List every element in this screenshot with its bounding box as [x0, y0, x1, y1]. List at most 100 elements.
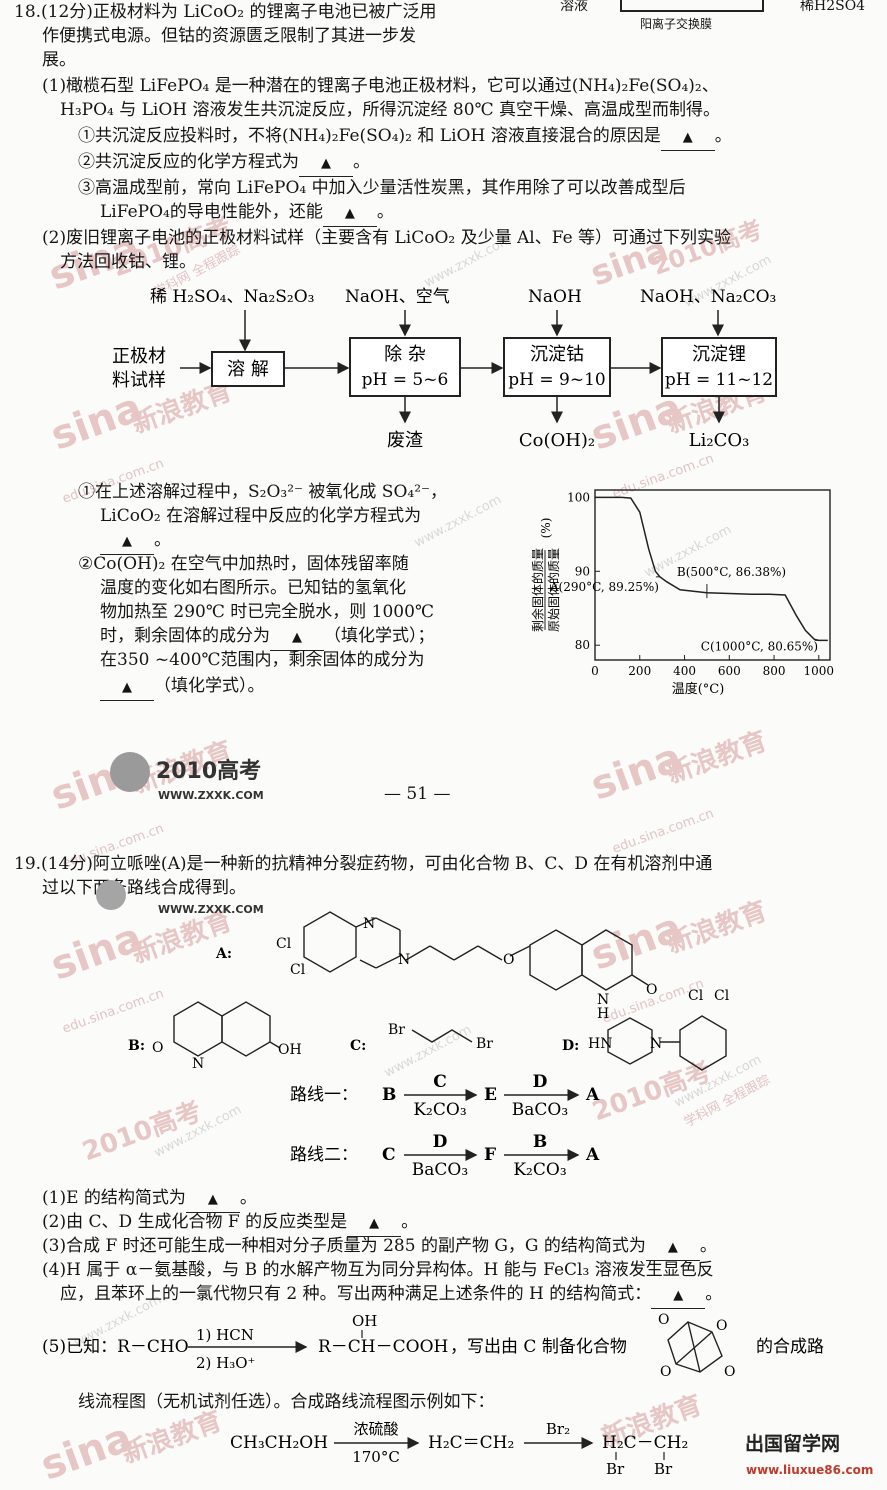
label-compound-c: C: — [350, 1038, 366, 1054]
sina-watermark: sina — [584, 734, 689, 810]
atom-o: O — [724, 1364, 735, 1380]
corner-logo-url[interactable]: www.liuxue86.com — [746, 1463, 874, 1477]
q18-c2: ②Co(OH)₂ 在空气中加热时，固体残留率随 — [78, 554, 409, 574]
q18-c2-line2: 温度的变化如右图所示。已知钴的氢氧化 — [100, 578, 406, 598]
q18-sub3-cont: LiFePO₄的导电性能外，还能▲。 — [100, 200, 394, 227]
answer-blank[interactable]: ▲ — [270, 624, 324, 651]
q19-sub5-product: R－CH－COOH — [318, 1337, 448, 1357]
example-dibromoethane: H₂C－CH₂ — [602, 1433, 688, 1453]
q18-sub2: ②共沉淀反应的化学方程式为▲。 — [78, 150, 370, 177]
flow-box-cobalt: 沉淀钴 — [530, 344, 584, 365]
flow-box-lithium-ph: pH = 11~12 — [665, 370, 773, 390]
route2-a: A — [585, 1145, 600, 1165]
answer-blank[interactable]: ▲ — [185, 1186, 240, 1213]
dichlorophenyl-ring-d — [679, 1015, 727, 1071]
flow-box-lithium: 沉淀锂 — [692, 344, 746, 365]
atom-o: O — [646, 982, 657, 998]
answer-blank[interactable]: ▲ — [645, 1234, 700, 1261]
example-ethanol: CH₃CH₂OH — [230, 1433, 328, 1453]
membrane-label: 阳离子交换膜 — [640, 17, 713, 31]
flow-reagent-3: NaOH — [528, 287, 582, 307]
q19-sub5-reaction: (5)已知：R－CHO 1) HCN 2) H₃O⁺ OH R－CH－COOH … — [42, 1312, 824, 1380]
logo-url: WWW.ZXXK.COM — [158, 789, 264, 802]
answer-blank[interactable]: ▲ — [100, 674, 154, 701]
q18-sub3: ③高温成型前，常向 LiFePO₄ 中加入少量活性炭黑，其作用除了可以改善成型后 — [78, 178, 686, 198]
q19-heading: 19.(14分)阿立哌唑(A)是一种新的抗精神分裂症药物，可由化合物 B、C、D… — [14, 854, 713, 874]
answer-blank[interactable]: ▲ — [100, 528, 154, 555]
answer-blank[interactable]: ▲ — [651, 1282, 706, 1309]
atom-br: Br — [476, 1036, 493, 1052]
q19-sub1: (1)E 的结构简式为▲。 — [42, 1186, 257, 1213]
atom-o: O — [152, 1040, 163, 1056]
x-axis-label: 温度(°C) — [672, 681, 725, 697]
route1-reagent-c: C — [433, 1072, 447, 1092]
x-tick-label: 600 — [718, 664, 741, 678]
atom-nh: N — [597, 992, 609, 1008]
example-catalyst: 浓硫酸 — [353, 1420, 398, 1438]
plot-frame — [594, 489, 831, 661]
atom-cl: Cl — [688, 988, 704, 1004]
route2-baco3: BaCO₃ — [412, 1160, 468, 1180]
flow-start-1: 正极材 — [112, 346, 166, 367]
q19-heading-cont: 过以下两条路线合成得到。 — [42, 878, 246, 898]
q19-sub3: (3)合成 F 时还可能生成一种相对分子质量为 285 的副产物 G，G 的结构… — [42, 1234, 717, 1261]
atom-h: H — [597, 1006, 609, 1022]
label-compound-a: A: — [215, 946, 232, 962]
route1-e: E — [484, 1085, 497, 1105]
route-two-label: 路线二： — [290, 1145, 358, 1165]
butyl-chain-c — [411, 1029, 473, 1043]
q19-sub2: (2)由 C、D 生成化合物 F 的反应类型是▲。 — [42, 1210, 418, 1237]
answer-blank[interactable]: ▲ — [299, 150, 353, 177]
zxxk-logo: 2010高考 — [110, 752, 261, 792]
q18-part1-cont: H₃PO₄ 与 LiOH 溶液发生共沉淀反应，所得沉淀经 80℃ 真空干燥、高温… — [60, 100, 720, 120]
recovery-flow-diagram: 稀 H₂SO₄、Na₂S₂O₃ NaOH、空气 NaOH NaOH、Na₂CO₃… — [112, 287, 777, 451]
q19-sub5-reagent1: 1) HCN — [196, 1326, 254, 1344]
atom-cl: Cl — [290, 962, 306, 978]
flow-box-dissolve: 溶 解 — [227, 359, 269, 380]
mascot-icon — [110, 752, 150, 792]
flow-start-2: 料试样 — [112, 370, 166, 391]
flow-output-residue: 废渣 — [387, 430, 423, 451]
route2-reagent-b: B — [533, 1132, 547, 1152]
y-axis-label-denominator: 原始固体的质量 — [546, 548, 561, 632]
flow-reagent-2: NaOH、空气 — [345, 287, 450, 307]
route2-k2co3: K₂CO₃ — [513, 1160, 566, 1180]
mascot-icon — [96, 880, 126, 910]
x-tick-label: 200 — [628, 664, 651, 678]
q18-c2-line5: 在350 ~400℃范围内，剩余固体的成分为 — [100, 650, 425, 670]
label-compound-d: D: — [562, 1038, 579, 1054]
q19-sub5-cont: 线流程图（无机试剂任选）。合成路线流程图示例如下： — [78, 1392, 495, 1412]
q19-sub5-ask: ，写出由 C 制备化合物 — [450, 1337, 627, 1357]
route2-c: C — [382, 1145, 396, 1165]
q19-sub5-reagent2: 2) H₃O⁺ — [196, 1354, 255, 1372]
route1-k2co3: K₂CO₃ — [413, 1100, 466, 1120]
atom-o: O — [658, 1312, 669, 1328]
atom-n: N — [363, 916, 375, 932]
q18-line3: 展。 — [42, 50, 76, 70]
answer-blank[interactable]: ▲ — [347, 1210, 402, 1237]
page-number: — 51 — — [384, 784, 451, 804]
answer-blank[interactable]: ▲ — [660, 124, 715, 151]
q18-part2: (2)废旧锂离子电池的正极材料试样（主要含有 LiCoO₂ 及少量 Al、Fe … — [42, 228, 732, 248]
q19-sub4-cont: 应，且苯环上的一氯代物只有 2 种。写出两种满足上述条件的 H 的结构简式：▲。 — [60, 1282, 722, 1309]
y-tick-label: 100 — [567, 490, 590, 504]
q19-sub5-oh: OH — [352, 1312, 377, 1330]
quinolinone-benzene-a — [529, 929, 583, 991]
q19-structures: A: Cl Cl N N O N H O B: O N OH C: Br Br … — [128, 911, 730, 1072]
atom-nh: N — [192, 1056, 204, 1072]
q18-c1-blank: ▲。 — [100, 528, 171, 555]
q18-c2-line3: 物加热至 290℃ 时已完全脱水，则 1000℃ — [100, 602, 434, 622]
annotation-label: B(500°C, 86.38%) — [677, 565, 786, 579]
q18-c2-line4: 时，剩余固体的成分为▲（填化学式）； — [100, 624, 435, 651]
lactam-ring-b — [173, 1001, 223, 1057]
atom-n: N — [650, 1036, 662, 1052]
q18-c2-line6: ▲（填化学式）。 — [100, 674, 265, 701]
answer-blank[interactable]: ▲ — [322, 200, 377, 227]
logo-url: WWW.ZXXK.COM — [158, 903, 264, 916]
route1-b: B — [382, 1085, 396, 1105]
annotation-label: A(290°C, 89.25%) — [549, 580, 659, 594]
synthesis-routes: 路线一： B C K₂CO₃ E D BaCO₃ A 路线二： C D BaCO… — [290, 1072, 600, 1180]
x-tick-label: 800 — [763, 664, 786, 678]
bicyclic-dilactone-structure — [667, 1321, 723, 1373]
